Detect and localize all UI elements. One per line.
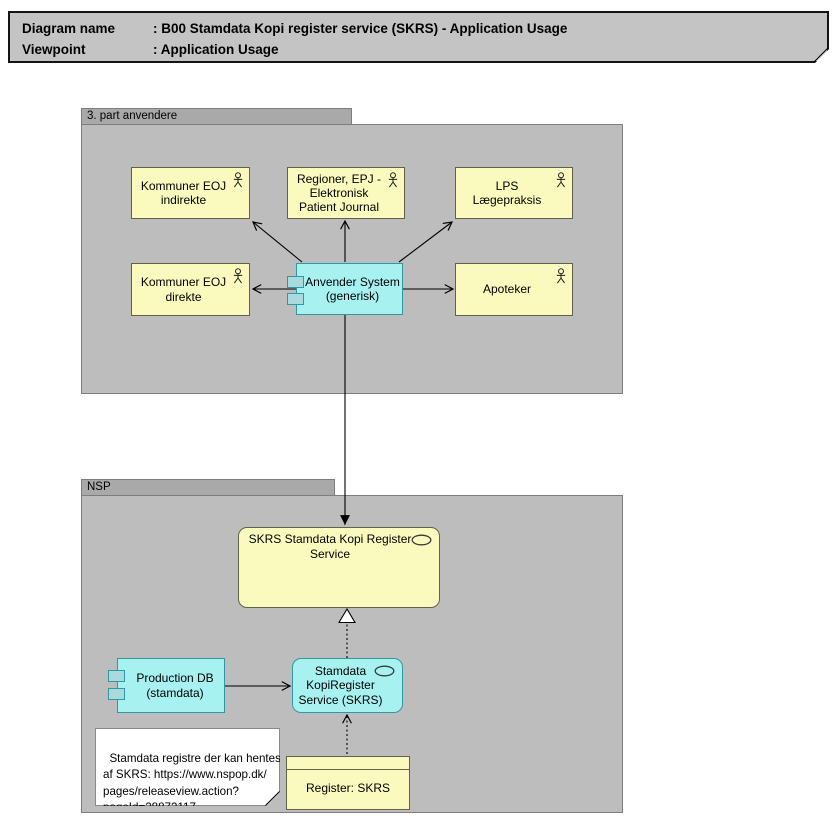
node-regioner-epj[interactable]: Regioner, EPJ - Elektronisk Patient Jour… [287,167,405,219]
node-label: Production DB (stamdata) [136,671,214,700]
node-label: Anvender System (generisk) [305,274,400,304]
component-icon [287,293,304,305]
node-register-skrs[interactable]: Register: SKRS [286,756,410,810]
object-band-icon [287,757,409,770]
group-tab: NSP [81,479,335,496]
component-icon [287,276,304,288]
node-apoteker[interactable]: Apoteker [455,263,573,316]
node-label: Stamdata KopiRegister Service (SKRS) [298,663,383,707]
title-row-viewpoint: Viewpoint : Application Usage [22,39,827,60]
actor-icon [556,268,566,284]
component-icon [108,688,125,700]
diagram-title-note[interactable]: Diagram name : B00 Stamdata Kopi registe… [8,11,829,63]
node-label: Apoteker [482,282,532,297]
actor-icon [388,172,398,188]
group-body [81,124,623,394]
title-label: Diagram name [22,21,116,36]
node-label: Kommuner EOJ direkte [140,275,227,304]
group-label: NSP [87,481,111,493]
node-label: Kommuner EOJ indirekte [140,178,227,208]
group-third-party-anvendere[interactable]: 3. part anvendere [81,108,623,394]
node-stamdata-kopiregister-service[interactable]: Stamdata KopiRegister Service (SKRS) [292,658,403,713]
actor-icon [556,172,566,188]
node-kommuner-eoj-indirekte[interactable]: Kommuner EOJ indirekte [131,167,250,219]
node-skrs-stamdata-kopi-register-service[interactable]: SKRS Stamdata Kopi Register Service [238,527,440,608]
actor-icon [233,172,243,188]
node-production-db[interactable]: Production DB (stamdata) [108,658,225,713]
actor-icon [233,268,243,284]
node-kommuner-eoj-direkte[interactable]: Kommuner EOJ direkte [131,263,250,316]
viewpoint-value: : Application Usage [153,42,279,57]
node-label: LPS Lægepraksis [472,178,542,208]
service-oval-icon [374,665,395,677]
service-oval-icon [411,534,432,546]
node-lps-laegepraksis[interactable]: LPS Lægepraksis [455,167,573,219]
note-text: Stamdata registre der kan hentes af SKRS… [103,751,281,798]
node-label: Regioner, EPJ - Elektronisk Patient Jour… [296,172,382,214]
node-anvender-system[interactable]: Anvender System (generisk) [287,263,403,315]
title-value: : B00 Stamdata Kopi register service (SK… [153,21,568,36]
node-label: SKRS Stamdata Kopi Register Service [248,532,412,561]
stamdata-registre-note[interactable]: Stamdata registre der kan hentes af SKRS… [95,728,280,806]
node-label: Register: SKRS [305,780,391,795]
title-row-diagram-name: Diagram name : B00 Stamdata Kopi registe… [22,18,827,39]
component-icon [108,670,125,682]
group-tab: 3. part anvendere [81,108,352,125]
viewpoint-label: Viewpoint [22,42,86,57]
group-label: 3. part anvendere [87,110,178,122]
